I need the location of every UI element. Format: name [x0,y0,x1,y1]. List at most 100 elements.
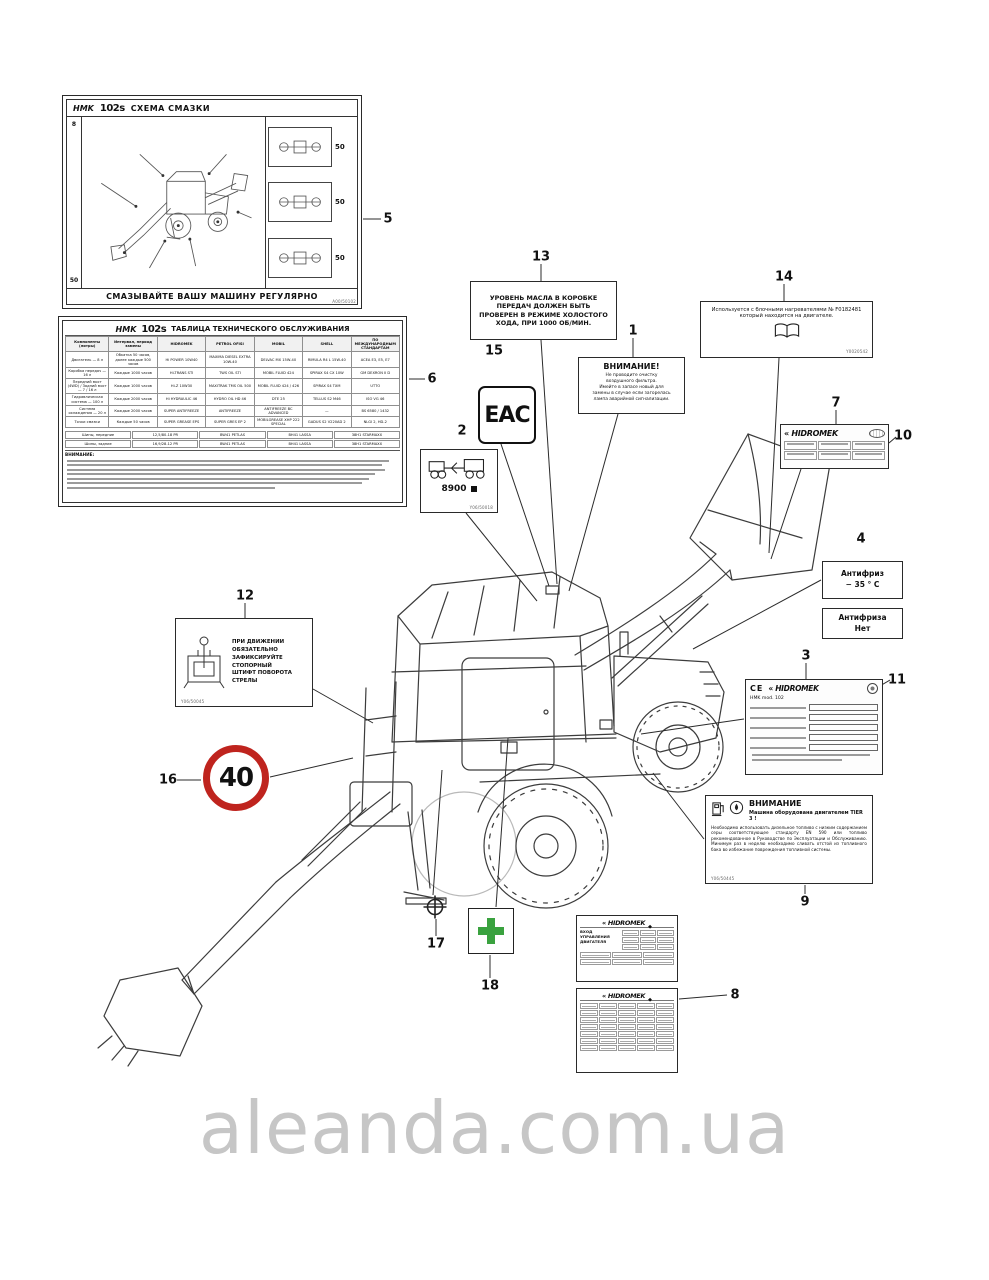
plate-field-row [750,724,878,731]
green-cross-icon [478,918,504,944]
hmk-model: 102s [141,323,167,335]
fuel-warning-subtitle: Машина оборудована двигателем TIER 3 ! [749,810,863,822]
column-header: Компоненты (литры) [64,335,110,353]
plate-field-row [750,734,878,741]
lifting-point-icon [423,895,447,919]
hidromek-oval-emblem [869,429,885,438]
lock-pin-sketch [183,636,225,688]
fine-print-lines [65,459,400,489]
plate-field-row [750,704,878,711]
plate-cells [580,1003,674,1051]
heater-line1: Используется с блочными нагревателями № … [711,307,862,313]
round-emblem-icon [867,683,878,694]
callout-8[interactable]: 8 [730,987,740,1003]
ce-mark: CE [750,684,764,693]
callout-1[interactable]: 1 [628,323,638,339]
plate-subtitle: ВХОД УПРАВЛЕНИЯ ДВИГАТЕЛЯ [580,929,610,944]
callout-18[interactable]: 18 [480,978,500,994]
lube-interval-strip: 8 50 [67,117,82,288]
plate-cells [580,952,674,965]
eac-conformity-mark: EAC [478,386,536,444]
callout-3[interactable]: 3 [801,648,811,664]
decal-antifreeze-minus35: Антифриз− 35 ° C [822,561,903,599]
maintenance-footnotes: ВНИМАНИЕ: [65,450,400,500]
open-book-icon [774,323,799,338]
warning-body: Не проводите очистку воздушного фильтра.… [592,373,671,402]
hidromek-logo: HIDROMEK [602,992,646,1000]
engine-control-plate: HIDROMEK ВХОД УПРАВЛЕНИЯ ДВИГАТЕЛЯ [576,915,678,982]
fuel-warning-title: ВНИМАНИЕ [749,799,802,808]
plate-model-row: HMK mod. 102 [750,696,784,701]
decal-block-heater: Используется с блочными нагревателями № … [700,301,873,358]
lube-driveline-row: 50 [268,182,355,223]
fuel-warning-icons [711,800,744,817]
towing-weight: 8900 [425,484,493,494]
lube-chart-footer: СМАЗЫВАЙТЕ ВАШУ МАШИНУ РЕГУЛЯРНО [67,288,357,304]
hidromek-logo: HIDROMEK [784,429,838,438]
lube-driveline-row: 50 [268,238,355,279]
plate-field-row [750,744,878,751]
lube-chart-title: СХЕМА СМАЗКИ [130,103,211,113]
column-header: HIDROMEK [156,335,207,353]
callout-16[interactable]: 16 [158,772,178,788]
towing-pictogram [428,459,485,479]
fuel-warning-body: Необходимо использовать дизельное топлив… [711,825,867,852]
specification-plate: HIDROMEK [576,988,678,1073]
callout-11[interactable]: 11 [887,672,907,688]
hmk-logo: HMK [73,103,94,113]
hidromek-logo: HIDROMEK [768,684,819,693]
callout-9[interactable]: 9 [800,894,810,910]
decal-speed-limit-40: 40 [203,745,269,811]
column-header: ПО МЕЖДУНАРОДНЫМ СТАНДАРТАМ [350,335,401,353]
maintenance-row: Передний мост (4WD) / Задний мост — 7 / … [64,377,401,395]
decal-code: A00/50102 [332,299,356,304]
low-sulphur-icon [729,800,744,815]
lube-driveline-row: 50 [268,126,355,167]
callout-12[interactable]: 12 [235,588,255,604]
heater-line2: который находится на двигателе. [739,313,834,319]
decal-code: Y0020542 [846,349,868,354]
hmk-model: 102s [99,102,125,114]
callout-13[interactable]: 13 [531,249,551,265]
callout-2[interactable]: 2 [457,423,467,439]
callout-17[interactable]: 17 [426,936,446,952]
interval-hours: 50 [335,142,345,151]
callout-15[interactable]: 15 [484,343,504,359]
decal-air-filter-warning: ВНИМАНИЕ! Не проводите очистку воздушног… [578,357,685,414]
decal-tier3-fuel-warning: ВНИМАНИЕ Машина оборудована двигателем T… [705,795,873,884]
decal-first-aid [468,908,514,954]
maintenance-oil-table: Компоненты (литры)Интервал, период замен… [64,335,401,429]
eac-letters: EAC [484,402,530,428]
site-watermark: aleanda.com.ua [198,1086,791,1170]
callout-7[interactable]: 7 [831,395,841,411]
decal-code: Y06/50018 [469,505,493,510]
decal-code: Y06/50445 [711,876,735,881]
callout-4[interactable]: 4 [856,531,866,547]
callout-10[interactable]: 10 [893,428,913,444]
plate-cells [622,930,674,950]
decal-lubrication-chart: HMK 102s СХЕМА СМАЗКИ 8 50 [62,95,362,309]
callout-5[interactable]: 5 [383,211,393,227]
decal-maintenance-table: HMK 102s ТАБЛИЦА ТЕХНИЧЕСКОГО ОБСЛУЖИВАН… [58,316,407,507]
interval-hours: 50 [335,254,345,263]
driveline-sketch [268,126,332,167]
maintenance-title: ТАБЛИЦА ТЕХНИЧЕСКОГО ОБСЛУЖИВАНИЯ [171,325,350,333]
column-header: Интервал, период замены [108,335,158,353]
decal-boom-lock-pin: ПРИ ДВИЖЕНИИ ОБЯЗАТЕЛЬНО ЗАФИКСИРУЙТЕ СТ… [175,618,313,707]
decal-towing: 8900 Y06/50018 [420,449,498,513]
hidromek-logo: HIDROMEK [602,919,646,927]
decal-gearbox-oil-note: УРОВЕНЬ МАСЛА В КОРОБКЕ ПЕРЕДАЧ ДОЛЖЕН Б… [470,281,617,340]
driveline-sketch [268,238,332,279]
ce-identification-plate: CE HIDROMEK HMK mod. 102 [745,679,883,775]
callout-14[interactable]: 14 [774,269,794,285]
callout-6[interactable]: 6 [427,371,437,387]
